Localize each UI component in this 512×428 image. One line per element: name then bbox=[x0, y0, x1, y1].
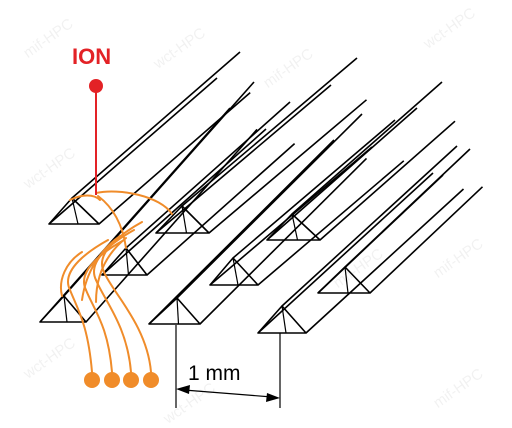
wire-arc bbox=[97, 195, 127, 249]
output-contact-dot bbox=[84, 372, 100, 388]
electrode-edge bbox=[369, 186, 484, 294]
electrode-edge bbox=[125, 101, 291, 249]
electrode-strip bbox=[266, 81, 456, 241]
wire-lead-upper bbox=[93, 229, 135, 281]
electrode-strip bbox=[101, 101, 296, 276]
electrode-strip bbox=[148, 113, 368, 325]
electrode-edge bbox=[176, 113, 363, 299]
ion-label: ION bbox=[72, 44, 112, 69]
electrode-triangle bbox=[155, 205, 210, 234]
electrode-edge bbox=[208, 99, 368, 234]
dimension-marker bbox=[175, 325, 281, 408]
output-contact-dot bbox=[104, 372, 120, 388]
wire-lead bbox=[85, 289, 113, 373]
electrode-facet-line bbox=[176, 297, 180, 325]
electrode-edge bbox=[148, 139, 335, 325]
electrode-edge bbox=[257, 160, 405, 286]
wire-arc bbox=[95, 190, 173, 215]
output-contact-dot bbox=[123, 372, 139, 388]
electrode-strip bbox=[209, 119, 405, 286]
electrode-strip bbox=[257, 145, 465, 334]
electrode-edge bbox=[199, 157, 368, 325]
electrode-edge bbox=[155, 84, 332, 234]
electrode-triangle bbox=[257, 305, 307, 334]
electrode-array bbox=[39, 51, 484, 334]
electrode-triangle bbox=[209, 257, 259, 286]
dimension-line bbox=[183, 389, 273, 398]
electrode-edge bbox=[209, 146, 373, 286]
output-contact-dot bbox=[143, 372, 159, 388]
electrode-triangle bbox=[148, 297, 201, 325]
electrode-edge bbox=[319, 120, 456, 241]
electrode-triangle bbox=[101, 247, 148, 276]
wire-lead-upper bbox=[67, 239, 109, 291]
wire-lead-upper bbox=[101, 221, 143, 273]
electrode-edge bbox=[232, 119, 396, 259]
electrode-edge bbox=[344, 148, 471, 268]
readout-wires bbox=[60, 190, 173, 388]
ion-source-dot bbox=[89, 79, 103, 93]
wire-arc bbox=[60, 251, 83, 297]
wire-arc bbox=[69, 194, 101, 201]
electrode-edge bbox=[146, 143, 296, 276]
electrode-strip bbox=[317, 148, 484, 294]
dimension-label: 1 mm bbox=[188, 362, 241, 385]
electrode-edge bbox=[101, 128, 267, 276]
electrode-edge bbox=[71, 51, 241, 199]
electrode-edge bbox=[257, 172, 434, 334]
dimension-arrowhead bbox=[266, 393, 280, 402]
electrode-facet-line bbox=[291, 213, 299, 241]
electrode-facet-line bbox=[63, 295, 68, 323]
dimension-arrowhead bbox=[176, 385, 190, 394]
electrode-edge bbox=[305, 188, 465, 334]
electrode-edge bbox=[291, 81, 443, 215]
electrode-triangle bbox=[48, 197, 100, 225]
wire-lead bbox=[95, 279, 132, 373]
electrode-edge bbox=[266, 107, 418, 241]
electrode-edge bbox=[48, 77, 218, 225]
electrode-edge bbox=[281, 145, 458, 307]
electrode-facet-line bbox=[232, 257, 239, 286]
electrode-triangle bbox=[266, 213, 321, 241]
wire-lead-upper bbox=[83, 239, 125, 291]
electrode-facet-line bbox=[344, 266, 349, 294]
ion-track bbox=[89, 79, 103, 195]
wire-lead bbox=[103, 271, 152, 373]
wire-lead bbox=[69, 289, 93, 373]
